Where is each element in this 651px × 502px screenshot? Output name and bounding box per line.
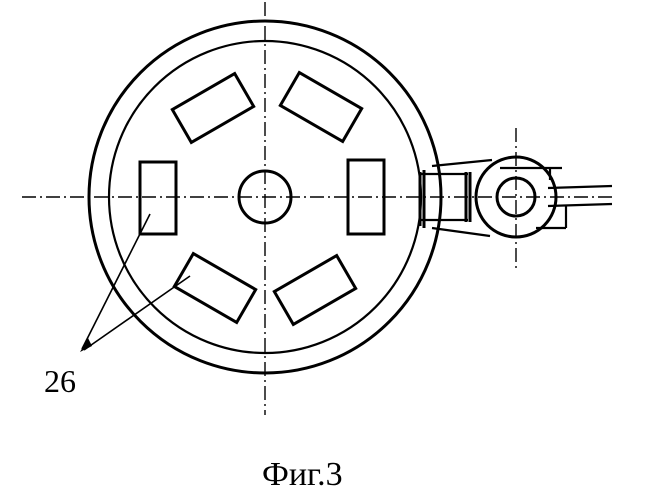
leader-lines [80,213,191,352]
slot-upper-right [278,70,364,144]
slot-upper-left [170,71,256,145]
slots [138,70,386,327]
leader-arrowhead [80,338,92,352]
reference-numeral: 26 [44,363,76,399]
slot-left [138,160,178,236]
small-wheel-hub [495,176,537,218]
center-hub [237,169,293,225]
outer-circle [87,19,443,375]
side-assembly [418,155,613,239]
figure-caption: Фиг.3 [262,456,343,493]
slot-lower-left [172,251,258,325]
slot-right [346,158,386,236]
center-lines [22,2,612,415]
small-wheel [474,155,558,239]
slot-lower-right [272,253,358,327]
